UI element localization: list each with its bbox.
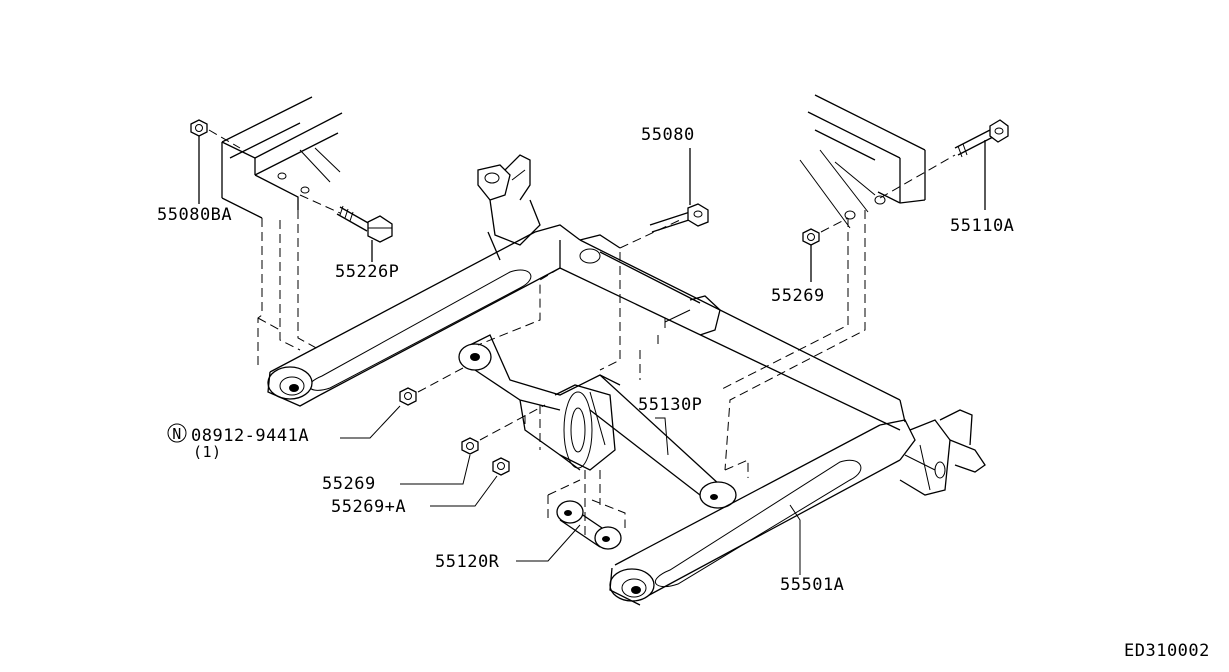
bolt-55110a — [879, 119, 1009, 210]
right-knuckle — [899, 409, 986, 496]
label-55120r: 55120R — [435, 552, 500, 572]
label-55080ba: 55080BA — [157, 205, 232, 225]
label-55269a: 55269+A — [331, 497, 406, 517]
label-08912-9441a: 08912-9441A — [191, 426, 309, 446]
assembly-guide-lines — [257, 210, 866, 540]
nut-08912-9441a — [399, 367, 464, 406]
label-55110a: 55110A — [950, 216, 1014, 236]
center-mount-bracket — [554, 384, 616, 471]
crossmember — [559, 234, 906, 431]
nut-55080ba — [190, 119, 241, 204]
leader-lines — [340, 405, 801, 575]
label-55080: 55080 — [641, 125, 695, 145]
left-knuckle — [477, 154, 541, 261]
nut-55269-top — [802, 217, 849, 282]
figure-code: ED310002 — [1124, 641, 1210, 661]
bolt-55080 — [649, 148, 709, 233]
label-08912-qty: (1) — [193, 443, 222, 461]
bolt-55226p — [299, 194, 393, 262]
label-08912-prefix: N — [172, 425, 182, 443]
right-body-rail — [799, 94, 926, 229]
link-55120r — [556, 500, 622, 550]
right-trailing-arm — [609, 419, 916, 606]
label-55269-top: 55269 — [771, 286, 825, 306]
label-55130p: 55130P — [638, 395, 702, 415]
upper-link-arm — [458, 334, 737, 509]
label-55269-mid: 55269 — [322, 474, 376, 494]
nut-55269a — [492, 457, 510, 476]
label-55226p: 55226P — [335, 262, 399, 282]
label-55501a: 55501A — [780, 575, 844, 595]
left-trailing-arm — [267, 224, 581, 407]
nut-55269-mid — [461, 404, 546, 455]
label-08912-group: N 08912-9441A (1) — [167, 423, 309, 461]
left-body-rail — [221, 96, 343, 219]
